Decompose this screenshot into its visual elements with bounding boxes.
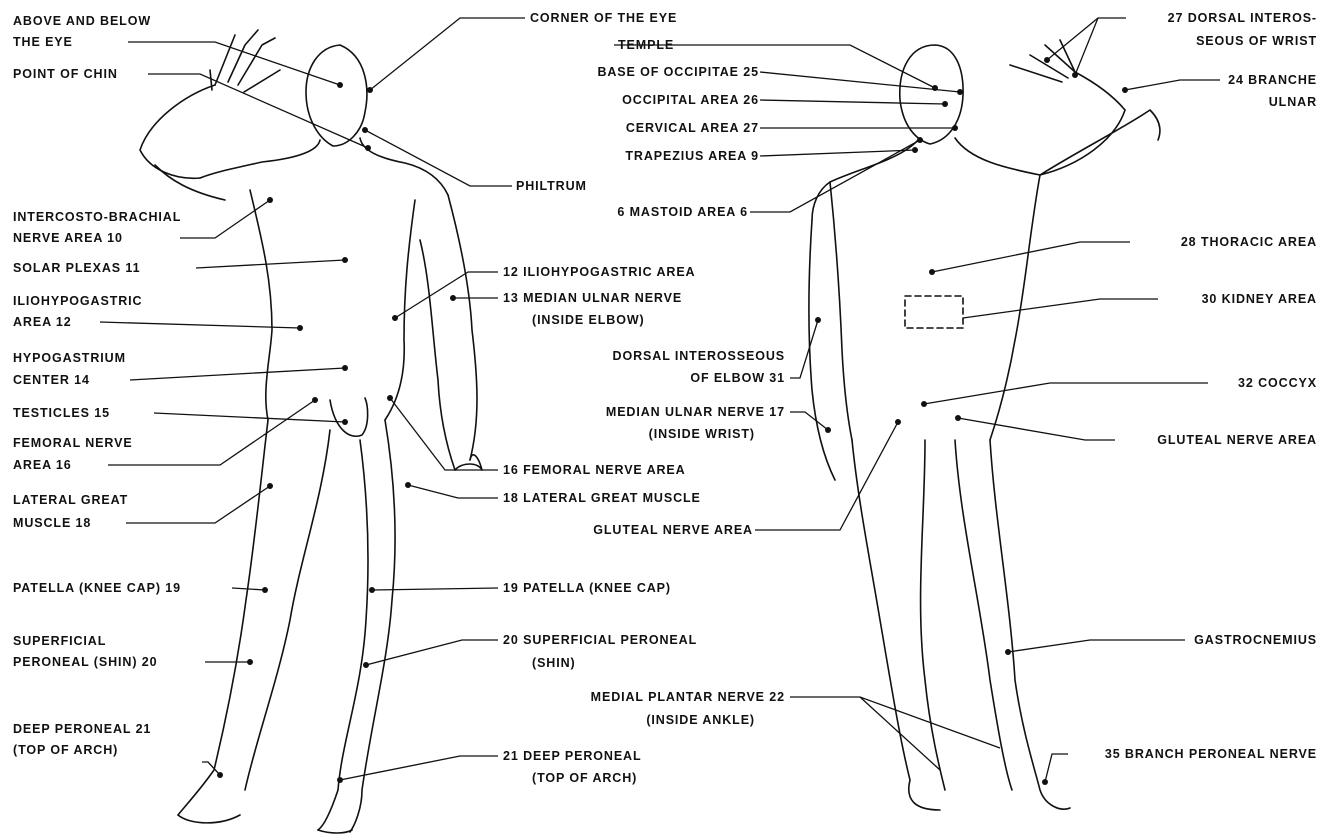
label-median-ulnar-13-1: 13 MEDIAN ULNAR NERVE	[503, 291, 682, 305]
label-patella-19: 19 PATELLA (KNEE CAP)	[503, 581, 671, 595]
label-femoral-1: FEMORAL NERVE	[13, 436, 133, 450]
label-testicles: TESTICLES 15	[13, 406, 110, 420]
label-medial-plantar-1: MEDIAL PLANTAR NERVE 22	[591, 690, 785, 704]
label-dorsal-wrist-2: SEOUS OF WRIST	[1196, 34, 1317, 48]
label-median-ulnar-17-1: MEDIAN ULNAR NERVE 17	[606, 405, 785, 419]
label-gastrocnemius: GASTROCNEMIUS	[1194, 633, 1317, 647]
label-iliohypogastric-1: ILIOHYPOGASTRIC	[13, 294, 142, 308]
label-above-below-eye-1: ABOVE AND BELOW	[13, 14, 151, 28]
label-branche-ulnar-2: ULNAR	[1269, 95, 1317, 109]
label-hypogastrium-2: CENTER 14	[13, 373, 90, 387]
label-temple: TEMPLE	[618, 38, 674, 52]
label-median-ulnar-17-2: (INSIDE WRIST)	[649, 427, 755, 441]
label-femoral-16: 16 FEMORAL NERVE AREA	[503, 463, 686, 477]
label-coccyx: 32 COCCYX	[1238, 376, 1317, 390]
label-medial-plantar-2: (INSIDE ANKLE)	[646, 713, 755, 727]
label-gluteal-center: GLUTEAL NERVE AREA	[593, 523, 753, 537]
front-body-figure	[140, 30, 482, 833]
label-deep-peroneal-1: DEEP PERONEAL 21	[13, 722, 151, 736]
label-intercosto-2: NERVE AREA 10	[13, 231, 123, 245]
label-lateral-18: 18 LATERAL GREAT MUSCLE	[503, 491, 701, 505]
label-branch-peroneal: 35 BRANCH PERONEAL NERVE	[1105, 747, 1317, 761]
label-superficial-20-1: 20 SUPERFICIAL PERONEAL	[503, 633, 697, 647]
label-base-occipitae: BASE OF OCCIPITAE 25	[597, 65, 759, 79]
label-iliohypogastric-12: 12 ILIOHYPOGASTRIC AREA	[503, 265, 695, 279]
label-femoral-2: AREA 16	[13, 458, 72, 472]
label-mastoid-area: 6 MASTOID AREA 6	[617, 205, 748, 219]
label-thoracic-area: 28 THORACIC AREA	[1181, 235, 1317, 249]
point-markers	[217, 57, 1128, 785]
label-iliohypogastric-2: AREA 12	[13, 315, 72, 329]
label-deep-peroneal-2: (TOP OF ARCH)	[13, 743, 118, 757]
label-gluteal-right: GLUTEAL NERVE AREA	[1157, 433, 1317, 447]
label-superficial-20-2: (SHIN)	[532, 656, 576, 670]
label-branche-ulnar-1: 24 BRANCHE	[1228, 73, 1317, 87]
label-above-below-eye-2: THE EYE	[13, 35, 73, 49]
label-kidney-area: 30 KIDNEY AREA	[1202, 292, 1317, 306]
label-point-of-chin: POINT OF CHIN	[13, 67, 118, 81]
label-deep-21-1: 21 DEEP PERONEAL	[503, 749, 642, 763]
label-dorsal-elbow-1: DORSAL INTEROSSEOUS	[613, 349, 785, 363]
label-superficial-2: PERONEAL (SHIN) 20	[13, 655, 157, 669]
label-dorsal-wrist-1: 27 DORSAL INTEROS-	[1168, 11, 1317, 25]
label-median-ulnar-13-2: (INSIDE ELBOW)	[532, 313, 645, 327]
label-trapezius-area: TRAPEZIUS AREA 9	[625, 149, 759, 163]
label-superficial-1: SUPERFICIAL	[13, 634, 106, 648]
label-philtrum: PHILTRUM	[516, 179, 587, 193]
label-dorsal-elbow-2: OF ELBOW 31	[690, 371, 785, 385]
label-deep-21-2: (TOP OF ARCH)	[532, 771, 637, 785]
label-cervical-area: CERVICAL AREA 27	[626, 121, 759, 135]
label-corner-of-eye: CORNER OF THE EYE	[530, 11, 677, 25]
label-occipital-area: OCCIPITAL AREA 26	[622, 93, 759, 107]
label-patella: PATELLA (KNEE CAP) 19	[13, 581, 181, 595]
back-body-figure	[809, 40, 1160, 810]
label-lateral-1: LATERAL GREAT	[13, 493, 128, 507]
label-intercosto-1: INTERCOSTO-BRACHIAL	[13, 210, 181, 224]
label-hypogastrium-1: HYPOGASTRIUM	[13, 351, 126, 365]
label-solar-plexas: SOLAR PLEXAS 11	[13, 261, 140, 275]
label-lateral-2: MUSCLE 18	[13, 516, 91, 530]
